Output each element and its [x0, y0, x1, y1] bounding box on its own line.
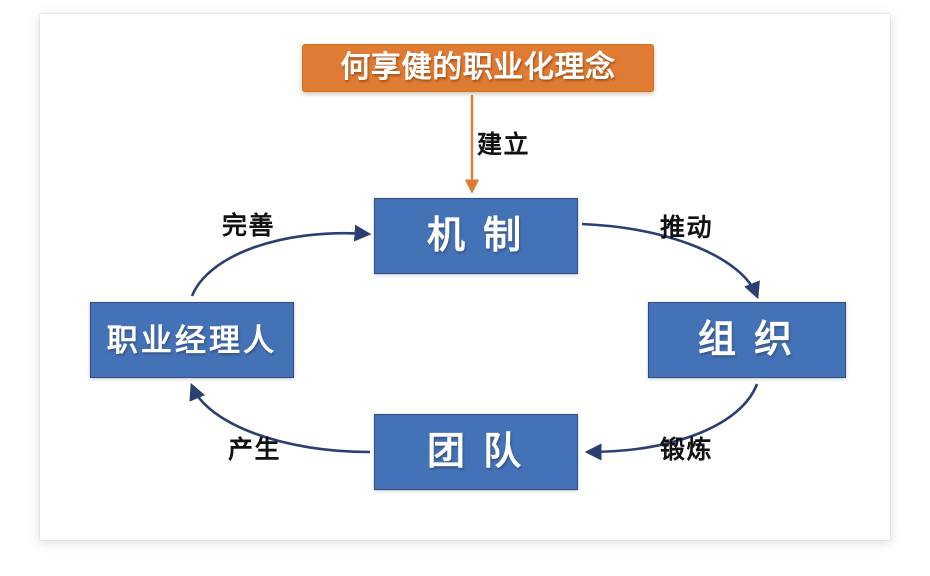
node-team[interactable]: 团 队 — [374, 414, 578, 490]
edge-label-establish: 建立 — [477, 131, 531, 159]
node-organization[interactable]: 组 织 — [648, 302, 846, 378]
arrow-perfect — [190, 224, 372, 297]
edge-label-promote: 推动 — [660, 214, 714, 242]
node-professional-manager[interactable]: 职业经理人 — [90, 302, 294, 378]
edge-label-forge: 锻炼 — [660, 436, 714, 464]
arrow-forge — [584, 383, 759, 461]
edge-label-produce: 产生 — [228, 436, 282, 464]
arrow-promote — [581, 222, 760, 300]
node-title-concept[interactable]: 何享健的职业化理念 — [302, 44, 654, 92]
node-mechanism[interactable]: 机 制 — [374, 198, 578, 274]
edge-label-perfect: 完善 — [222, 212, 276, 240]
arrow-produce — [189, 382, 371, 454]
